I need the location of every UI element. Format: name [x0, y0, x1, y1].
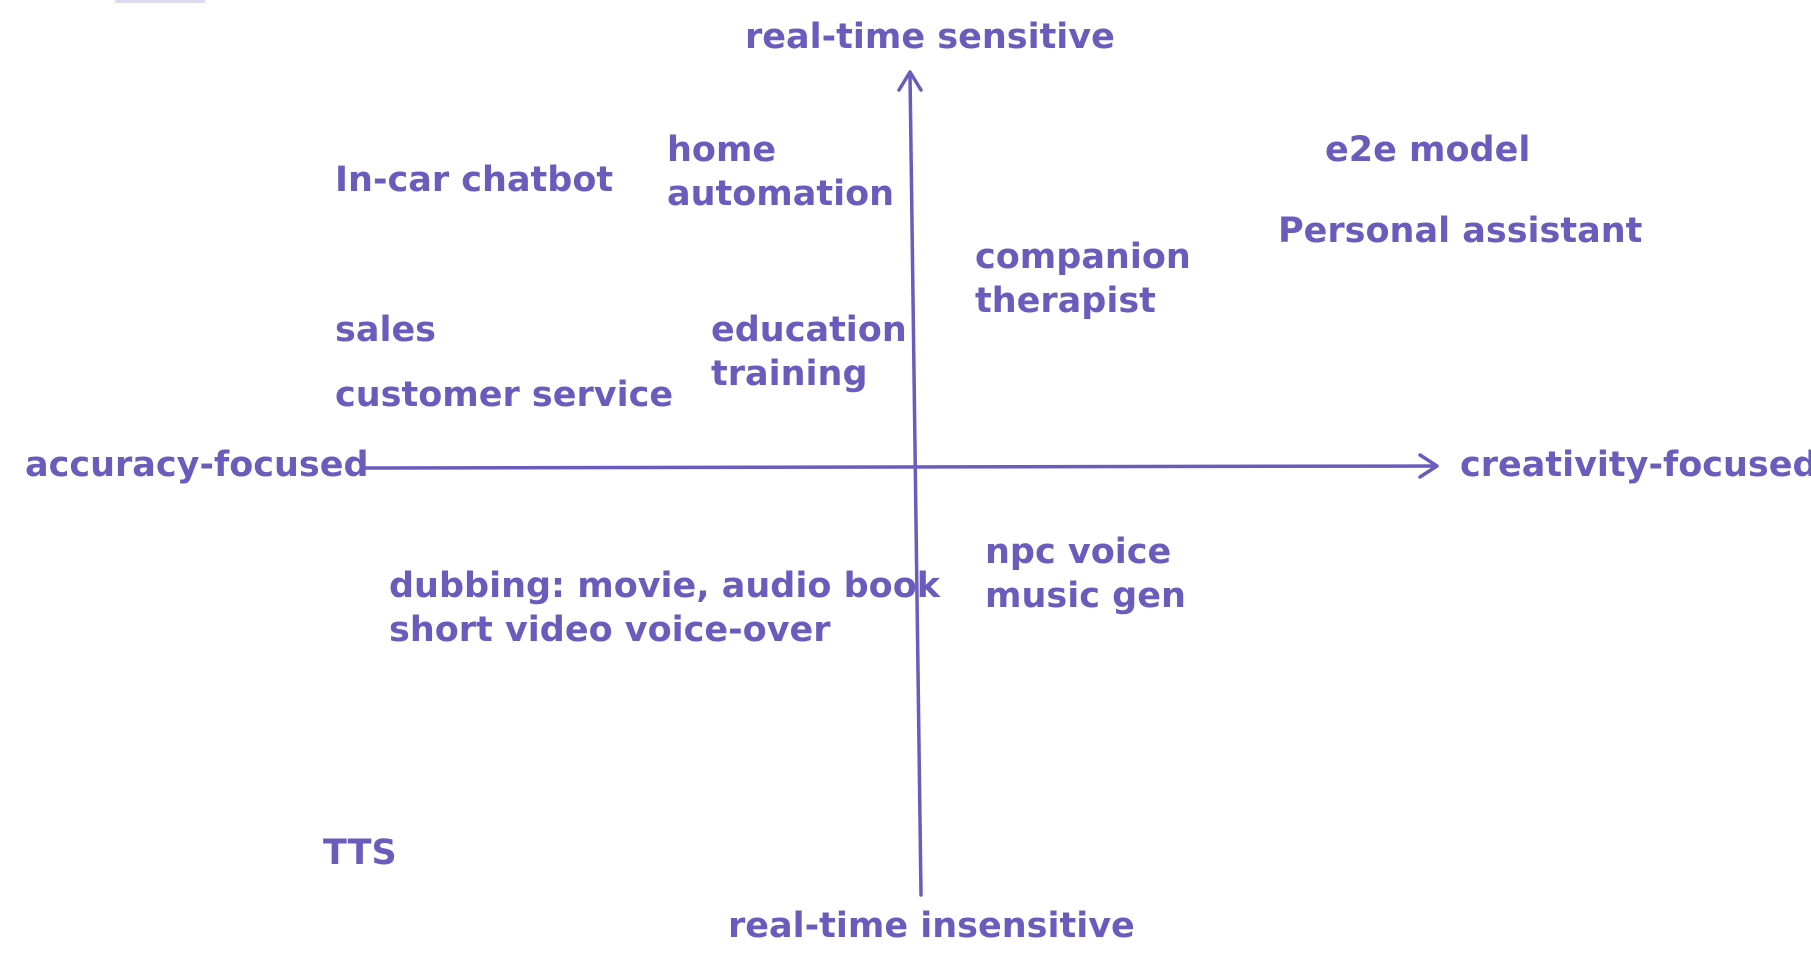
vertical-axis-line [908, 72, 923, 897]
axis-label-right: creativity-focused [1460, 445, 1811, 485]
vertical-axis-arrowhead [897, 70, 923, 92]
axis-label-bottom: real-time insensitive [728, 906, 1135, 946]
item-sales: sales [335, 310, 437, 350]
top-edge-decoration [115, 0, 205, 3]
axis-label-top: real-time sensitive [745, 17, 1115, 57]
item-home-automation-line-2: automation [667, 174, 895, 214]
axis-label-left: accuracy-focused [25, 445, 369, 485]
item-customer-service: customer service [335, 375, 674, 415]
item-education-training: education training [711, 308, 907, 396]
item-tts: TTS [323, 833, 397, 873]
item-dubbing: dubbing: movie, audio book short video v… [389, 564, 940, 652]
item-home-automation: home automation [667, 128, 894, 216]
item-in-car-chatbot: In-car chatbot [335, 160, 614, 200]
item-companion-therapist-line-1: companion [975, 237, 1191, 277]
item-education-training-line-1: education [711, 310, 907, 350]
item-companion-therapist-line-2: therapist [975, 281, 1156, 321]
item-npc-music-line-2: music gen [985, 576, 1186, 616]
item-dubbing-line-1: dubbing: movie, audio book [389, 566, 941, 606]
horizontal-axis-arrowhead [1418, 453, 1439, 479]
horizontal-axis-line [363, 464, 1437, 470]
item-home-automation-line-1: home [667, 130, 777, 170]
item-npc-music: npc voice music gen [985, 530, 1186, 618]
item-dubbing-line-2: short video voice-over [389, 610, 831, 650]
item-personal-assistant: Personal assistant [1278, 211, 1643, 251]
item-npc-music-line-1: npc voice [985, 532, 1172, 572]
item-education-training-line-2: training [711, 354, 868, 394]
item-e2e-model: e2e model [1325, 130, 1531, 170]
item-companion-therapist: companion therapist [975, 235, 1191, 323]
